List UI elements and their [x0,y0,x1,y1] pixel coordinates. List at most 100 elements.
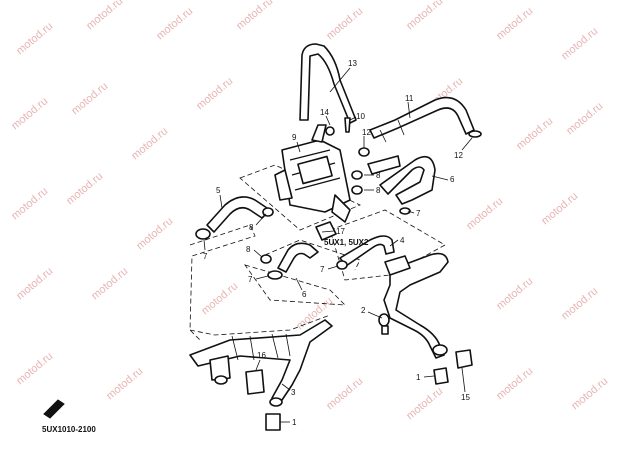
hose-3-bracket [231,333,291,361]
watermark: motod.ru [129,125,170,162]
valve-nipple [311,124,327,143]
label-1-right: 1 [416,373,421,382]
leader-13 [329,67,351,93]
assembly-outlines [189,164,446,341]
label-9: 9 [292,133,297,142]
clamp-12-left [358,147,370,157]
hose-3 [189,319,333,401]
label-16: 16 [257,351,266,360]
valve-side-port [274,169,293,201]
hose-6-middle [277,242,319,273]
grommet-14 [325,126,335,136]
hose-3-left-leg [209,355,231,381]
watermark: motod.ru [194,75,235,112]
label-7-5ux: 7 [320,265,325,274]
watermark: motod.ru [564,100,605,137]
label-1-left: 1 [292,418,297,427]
watermark: motod.ru [559,25,600,62]
label-7-middle: 7 [248,275,253,284]
leader-11 [407,101,411,119]
outline-middle [264,239,361,271]
watermark: motod.ru [324,375,365,412]
watermark: motod.ru [14,265,55,302]
clamp-8-middle [260,254,272,264]
hose-4 [339,235,395,267]
label-15: 15 [461,393,470,402]
watermark: motod.ru [234,0,275,32]
hose-5 [206,196,271,233]
clamp-7-5ux [336,260,348,270]
leader-4 [389,239,399,247]
leader-8-middle [253,249,263,258]
part-16 [245,369,265,395]
label-12-right: 12 [454,151,463,160]
leader-7-5ux [327,265,339,270]
leader-17 [321,230,335,233]
outline-lower-middle [244,264,347,306]
leader-5 [219,194,223,209]
valve-outlet [331,194,351,223]
label-8-left: 8 [249,223,254,232]
leader-6-middle [295,277,303,291]
hose-2-bracket [384,255,411,276]
hose-11-sleeve [379,119,405,143]
watermark: motod.ru [84,0,125,32]
hose-11 [369,96,475,139]
label-2: 2 [361,306,366,315]
watermark: motod.ru [64,170,105,207]
clamp-7-middle [267,270,283,280]
manual-marker-icon [43,399,65,419]
leader-1-right [423,375,435,378]
watermark: motod.ru [539,190,580,227]
clamp-7-left [195,228,211,240]
leader-2 [367,311,383,319]
leader-3 [281,383,291,391]
label-8-middle: 8 [246,245,251,254]
outline-5ux-group [329,209,446,281]
watermark: motod.ru [14,350,55,387]
label-3: 3 [291,388,296,397]
watermark: motod.ru [69,80,110,117]
label-7-left: 7 [203,252,208,261]
drawing-code: 5UX1010-2100 [42,425,96,434]
hose-2-lower-end [432,344,448,356]
label-7-right: 7 [416,209,421,218]
clamp-12-right [468,130,482,138]
leader-7-left [203,239,206,251]
leader-14 [325,115,331,126]
label-8-mid: 8 [376,186,381,195]
watermark: motod.ru [89,265,130,302]
valve-cover [297,155,333,185]
part-labels: 13 14 10 11 12 12 9 8 8 6 7 5 8 7 8 7 6 … [203,59,470,427]
watermark: motod.ru [14,20,55,57]
label-14: 14 [320,108,329,117]
watermark: motod.ru [404,0,445,32]
label-6-middle: 6 [302,290,307,299]
watermark: motod.ru [494,365,535,402]
outline-upper-left [239,164,361,231]
watermark: motod.ru [104,365,145,402]
leader-7-right [407,210,415,214]
leader-10 [349,116,357,121]
hose-3-left-end [214,375,228,385]
clamp-7-right [399,207,411,215]
watermark: motod.ru [559,285,600,322]
watermark: motod.ru [154,5,195,42]
watermark: motod.ru [404,385,445,422]
label-17: 17 [336,227,345,236]
label-11: 11 [405,94,414,103]
part-1-left [265,413,281,431]
watermark: motod.ru [324,5,365,42]
outline-left [189,224,256,341]
cap-17 [315,221,337,241]
leader-15 [461,367,466,393]
hose-2-fitting [381,325,389,335]
leader-6-upper [431,175,449,181]
label-5: 5 [216,186,221,195]
leader-12-right [461,137,473,151]
part-15 [455,349,473,369]
label-10: 10 [356,112,365,121]
outline-bottom-left [189,314,331,336]
label-8-upper: 8 [376,171,381,180]
